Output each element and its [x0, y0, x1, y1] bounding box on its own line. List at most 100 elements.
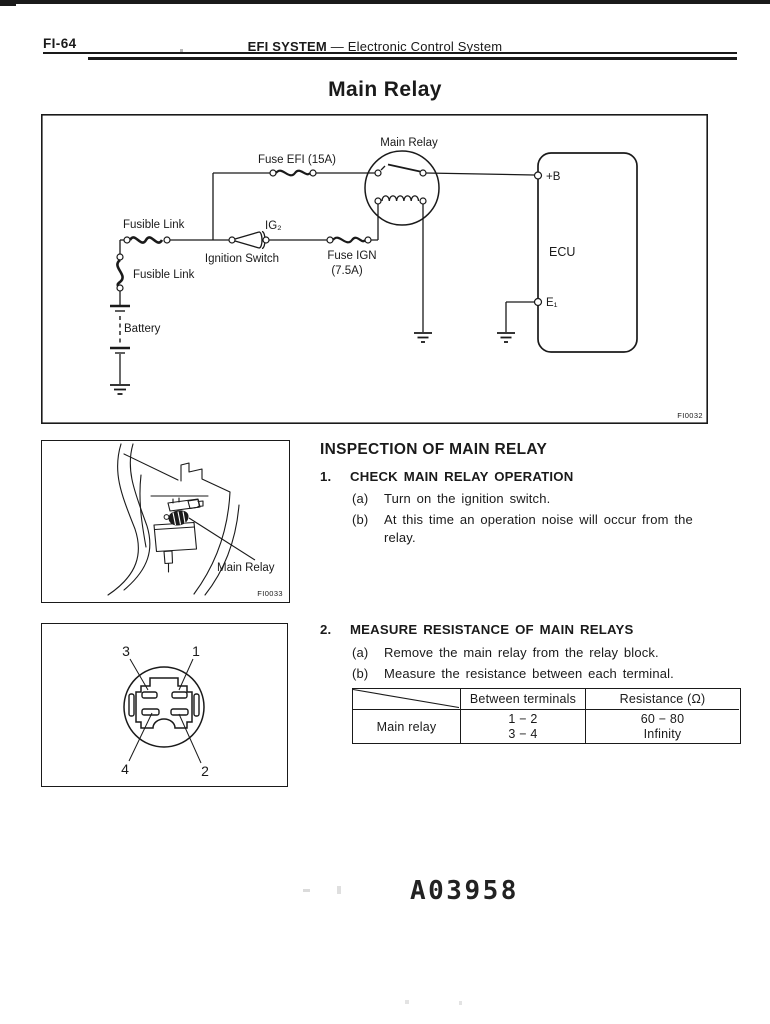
relay-terminal-dot — [163, 514, 170, 520]
wire-main — [120, 204, 379, 241]
scan-top-edge — [0, 0, 770, 4]
label-main-relay: Main Relay — [380, 137, 438, 149]
header-rule-thick — [88, 57, 737, 60]
step1b-text-line2: relay. — [384, 530, 416, 545]
door-opening-outer — [193, 491, 231, 595]
scan-speck — [303, 889, 310, 892]
ecu-box — [537, 152, 638, 353]
pillar-inner-line — [123, 443, 151, 591]
figure-code: FI0033 — [257, 589, 283, 598]
table-cell-resistance: 60 − 80 Infinity — [586, 710, 739, 743]
pin-label-4: 4 — [121, 761, 129, 777]
section-heading: INSPECTION OF MAIN RELAY — [320, 441, 548, 458]
label-fuse-ign: Fuse IGN — [327, 250, 376, 262]
terminal-dot — [116, 253, 124, 261]
fuse-ign-icon — [332, 236, 366, 244]
callout-leader-line — [188, 517, 256, 561]
connector-outline — [123, 666, 205, 748]
circuit-diagram: Main Relay Fuse EFI (15A) Fusible Link F… — [41, 114, 708, 424]
diagonal-line — [353, 689, 459, 708]
pillar-edge-line — [139, 474, 147, 548]
table-row-label: Main relay — [353, 710, 461, 743]
relay-mount-lines — [172, 497, 180, 504]
ignition-switch-icon — [228, 230, 270, 250]
relay-block-tab — [163, 550, 174, 573]
pillar-outer-line — [107, 443, 139, 596]
pin-label-1: 1 — [192, 643, 200, 659]
side-slot-left — [128, 693, 135, 717]
main-relay-icon — [364, 150, 440, 226]
ground-icon-battery — [110, 384, 130, 395]
label-terminal-b: +B — [546, 171, 561, 183]
terminal-1-slot — [171, 691, 188, 699]
terminal-dot — [116, 284, 124, 292]
resistance-line1: 60 − 80 — [640, 711, 685, 726]
table-header-resistance: Resistance (Ω) — [586, 689, 739, 710]
terminal-4-slot — [141, 708, 160, 716]
pin-leader-lines — [128, 658, 202, 764]
print-stamp: A03958 — [410, 876, 519, 906]
relay-coil — [381, 195, 420, 202]
label-ecu: ECU — [549, 245, 575, 259]
dash-edge-line — [123, 453, 231, 493]
ground-icon-relay — [414, 332, 432, 343]
table-cell-terminals: 1 − 2 3 − 4 — [461, 710, 586, 743]
pin-label-3: 3 — [122, 643, 130, 659]
relay-block-edge — [154, 526, 196, 531]
step1b-tag: (b) — [352, 512, 369, 527]
step2a-text: Remove the main relay from the relay blo… — [384, 645, 659, 660]
wire-e1-ground — [505, 301, 534, 332]
ground-icon-e1 — [497, 332, 515, 343]
battery-icon — [110, 304, 130, 384]
label-fuse-ign-rating: (7.5A) — [331, 265, 362, 277]
label-terminal-e1: E₁ — [546, 297, 558, 309]
terminal-dot — [309, 169, 317, 177]
fuse-efi-icon — [275, 169, 311, 177]
terminal-dot — [364, 236, 372, 244]
terminal-dot — [326, 236, 334, 244]
scan-top-edge-corner — [0, 0, 16, 6]
header-rule-thin — [43, 52, 737, 54]
step1b-text-line1: At this time an operation noise will occ… — [384, 512, 693, 527]
terminal-dot — [269, 169, 277, 177]
side-slot-right — [193, 693, 200, 717]
table-diagonal-cell — [353, 689, 461, 710]
header-section-bold: EFI SYSTEM — [247, 39, 327, 54]
connector-key-outline — [135, 677, 193, 729]
relay-switch-blade — [387, 163, 421, 173]
terminal-dot-e1 — [533, 297, 543, 307]
callout-main-relay: Main Relay — [217, 562, 275, 574]
terminals-line2: 3 − 4 — [508, 726, 538, 741]
label-fusible-link-top: Fusible Link — [123, 219, 185, 231]
resistance-line2: Infinity — [643, 726, 682, 741]
step2-number: 2. — [320, 622, 332, 637]
step1a-tag: (a) — [352, 491, 369, 506]
header-section-title: EFI SYSTEM — Electronic Control System — [248, 39, 503, 54]
step1a-text: Turn on the ignition switch. — [384, 491, 551, 506]
page-code: FI-64 — [43, 36, 77, 51]
resistance-table: Between terminals Resistance (Ω) Main re… — [352, 688, 741, 744]
circuit-border — [41, 114, 708, 424]
scan-speck — [405, 1000, 409, 1004]
relay-location-figure: Main Relay FI0033 — [41, 440, 290, 603]
label-fuse-efi: Fuse EFI (15A) — [258, 154, 336, 166]
step2-title: MEASURE RESISTANCE OF MAIN RELAYS — [350, 622, 634, 637]
label-battery: Battery — [124, 323, 161, 335]
terminal-3-slot — [141, 691, 158, 699]
door-opening-inner — [204, 504, 240, 596]
page-title: Main Relay — [328, 78, 442, 101]
step1-title: CHECK MAIN RELAY OPERATION — [350, 469, 574, 484]
relay-location-drawing: Main Relay FI0033 — [107, 443, 283, 598]
label-fusible-link-bottom: Fusible Link — [133, 269, 195, 281]
header-section-rest: — Electronic Control System — [330, 39, 503, 54]
terminals-line1: 1 − 2 — [508, 711, 538, 726]
label-ignition-switch: Ignition Switch — [205, 253, 279, 265]
relay-connector — [187, 498, 204, 510]
step2b-text: Measure the resistance between each term… — [384, 666, 674, 681]
step2a-tag: (a) — [352, 645, 369, 660]
scan-speck — [180, 49, 183, 52]
terminal-dot-plusb — [533, 171, 543, 180]
step1-number: 1. — [320, 469, 332, 484]
scan-speck — [459, 1001, 462, 1005]
